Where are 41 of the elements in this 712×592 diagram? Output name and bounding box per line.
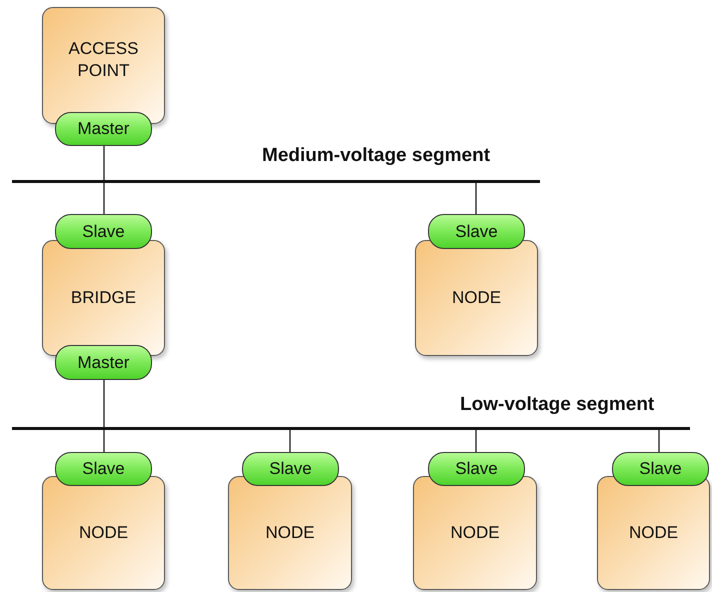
device-label: BRIDGE [70,287,136,309]
connector-line [103,380,105,427]
device-box [228,476,352,590]
bus-line [12,180,540,183]
port-pill [612,452,709,486]
port-label: Slave [455,459,498,479]
bus-line [12,427,690,430]
connector-line [475,430,477,452]
port-pill [55,112,152,146]
device-box [415,240,538,356]
device-label: NODE [628,522,678,544]
connector-line [658,430,660,452]
port-label: Master [78,119,130,139]
port-pill [428,452,525,486]
port-label: Slave [455,222,498,242]
port-pill [242,452,339,486]
connector-line [475,183,477,214]
segment-label: Low-voltage segment [460,394,654,416]
connector-line [103,183,105,214]
port-pill [55,452,152,486]
port-label: Slave [639,459,682,479]
port-label: Slave [82,222,125,242]
device-box [42,476,165,590]
port-pill [428,214,525,249]
device-label: NODE [450,522,500,544]
connector-line [103,146,105,180]
port-label: Master [78,352,130,372]
device-box [413,476,537,590]
device-label: NODE [452,287,502,309]
device-label: NODE [265,522,315,544]
device-label: NODE [78,522,128,544]
connector-line [289,430,291,452]
device-box [42,7,165,124]
port-pill [55,345,152,380]
connector-line [103,430,105,452]
port-label: Slave [269,459,312,479]
device-box [597,476,710,590]
port-pill [55,214,152,249]
segment-label: Medium-voltage segment [262,145,490,167]
port-label: Slave [82,459,125,479]
device-label: ACCESS POINT [68,38,140,81]
